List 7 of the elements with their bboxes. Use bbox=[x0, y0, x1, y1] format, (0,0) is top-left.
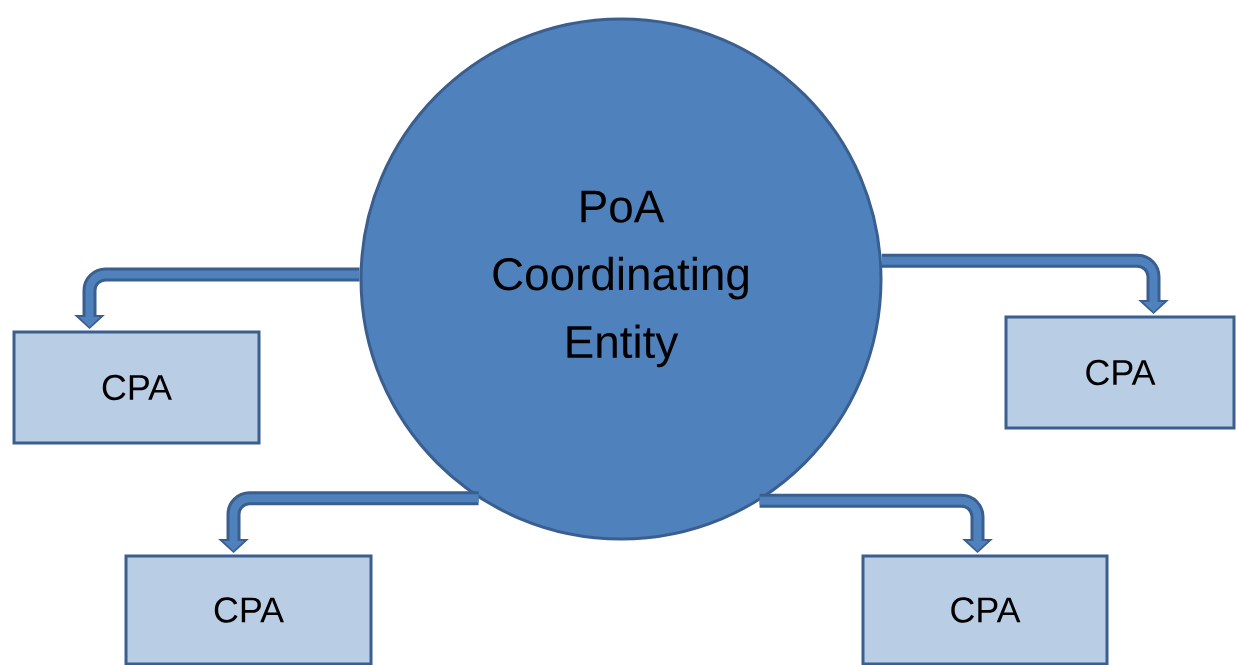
process-box: CPA bbox=[124, 554, 373, 665]
process-box: CPA bbox=[1004, 315, 1236, 430]
bent-arrow bbox=[759, 493, 993, 553]
process-box: CPA bbox=[861, 554, 1109, 665]
process-box: CPA bbox=[12, 330, 261, 445]
bent-arrow bbox=[881, 253, 1169, 314]
circle-node: PoA Coordinating Entity bbox=[359, 17, 883, 541]
